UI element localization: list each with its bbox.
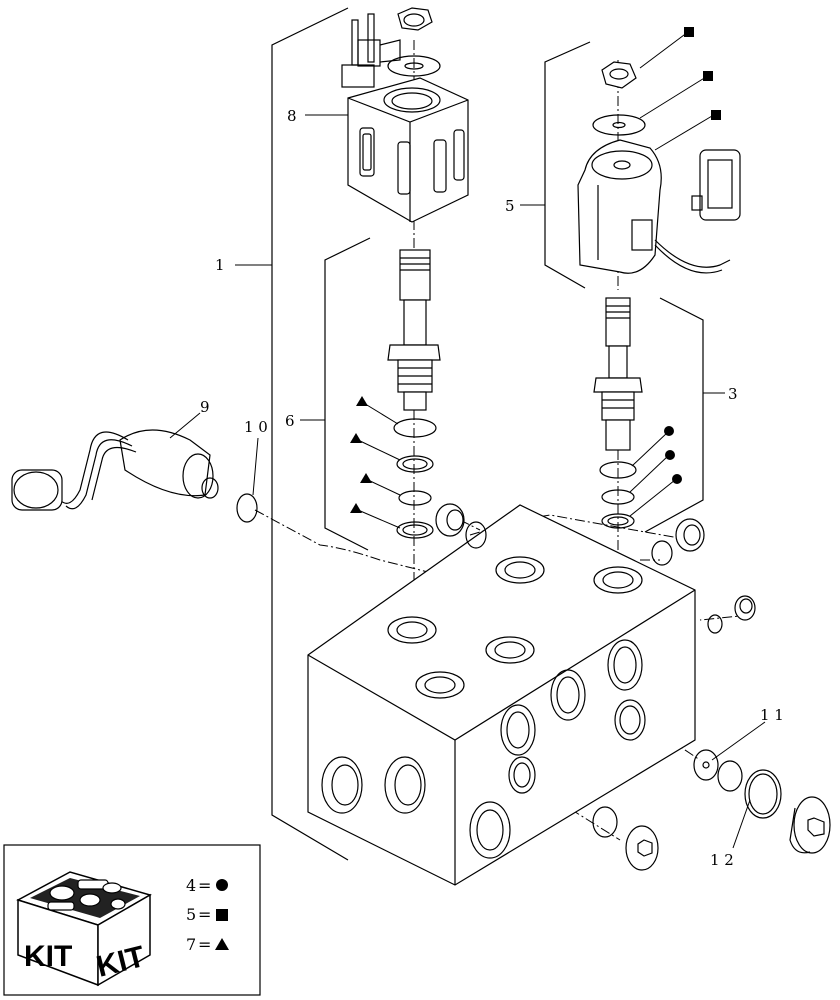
plugs-and-orings <box>435 503 831 871</box>
circle-marker <box>672 474 682 484</box>
pressure-switch-9 <box>11 429 258 523</box>
legend-number-7: 7 <box>186 935 196 954</box>
triangle-marker <box>350 433 362 443</box>
square-marker <box>703 71 713 81</box>
leader-lines <box>169 31 766 849</box>
triangle-marker <box>350 503 362 513</box>
nut-washer-5 <box>592 61 646 136</box>
kit-symbol-markers <box>350 27 721 513</box>
kit-label-left: KIT <box>24 940 72 973</box>
bracket-5 <box>544 41 591 289</box>
bracket-1 <box>271 7 349 861</box>
circle-marker <box>664 426 674 436</box>
triangle-marker <box>360 473 372 483</box>
bracket-6 <box>324 237 371 551</box>
kit-box-icon <box>16 871 152 987</box>
solenoid-coil-8 <box>341 13 469 223</box>
callout-8: 8 <box>287 107 297 125</box>
valve-block <box>307 504 696 886</box>
legend-circle-symbol <box>216 879 228 891</box>
kit-legend-entries: 4 = 5 = 7 = <box>186 876 229 954</box>
triangle-marker <box>356 396 368 406</box>
cartridge-valve-3 <box>593 297 643 529</box>
svg-text:=: = <box>198 876 211 895</box>
callout-11: 1 1 <box>760 706 784 724</box>
callout-3: 3 <box>728 385 738 403</box>
callout-12: 1 2 <box>710 851 734 869</box>
callout-labels: 1 5 6 3 8 9 1 0 1 1 1 2 <box>200 107 784 869</box>
callout-10: 1 0 <box>244 418 268 436</box>
callout-9: 9 <box>200 398 210 416</box>
circle-marker <box>665 450 675 460</box>
svg-text:=: = <box>198 905 211 924</box>
legend-triangle-symbol <box>215 938 229 950</box>
nut-top-left <box>387 7 441 77</box>
square-marker <box>684 27 694 37</box>
callout-6: 6 <box>285 412 295 430</box>
legend-square-symbol <box>216 909 228 921</box>
legend-number-4: 4 <box>186 876 196 895</box>
legend-number-5: 5 <box>186 905 196 924</box>
callout-5: 5 <box>505 197 515 215</box>
bracket-3 <box>644 297 704 533</box>
square-marker <box>711 110 721 120</box>
callout-1: 1 <box>215 256 225 274</box>
cartridge-valve-6 <box>387 249 441 539</box>
solenoid-coil-5 <box>577 139 741 274</box>
svg-text:=: = <box>198 935 211 954</box>
kit-legend: KIT KIT 4 = 5 = 7 = <box>3 844 261 996</box>
